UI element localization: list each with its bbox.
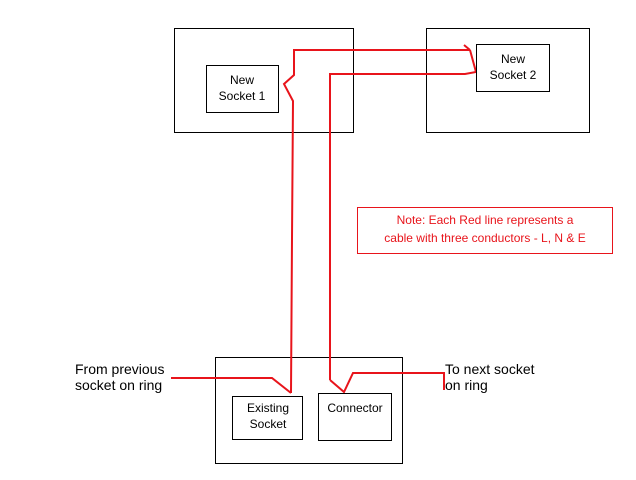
new-socket-1-label-line1: New	[230, 73, 254, 87]
existing-socket-box	[232, 396, 303, 440]
new-socket-1-label-line2: Socket 1	[219, 89, 266, 103]
note-line-2: cable with three conductors - L, N & E	[384, 231, 585, 245]
to-next-label-line1: To next socket	[445, 361, 535, 377]
cable-existing-to-new-socket-1	[282, 49, 470, 394]
new-socket-2-label-line2: Socket 2	[490, 68, 537, 82]
cables	[171, 44, 478, 394]
connector-label: Connector	[327, 401, 382, 415]
from-previous-label-line1: From previous	[75, 361, 164, 377]
existing-socket-label-line2: Socket	[250, 417, 287, 431]
new-socket-1-box	[206, 65, 279, 113]
new-socket-2-box	[476, 44, 550, 92]
existing-socket-label-line1: Existing	[247, 401, 289, 415]
note-line-1: Note: Each Red line represents a	[397, 213, 574, 227]
to-next-label-line2: on ring	[445, 377, 488, 393]
cable-previous-to-existing	[171, 377, 292, 394]
connector-box	[318, 393, 392, 441]
cable-new-socket-1-to-2	[329, 44, 478, 380]
new-socket-2-label-line1: New	[501, 52, 525, 66]
from-previous-label-line2: socket on ring	[75, 377, 162, 393]
note-box	[357, 207, 613, 254]
cable-to-connector	[329, 372, 445, 394]
